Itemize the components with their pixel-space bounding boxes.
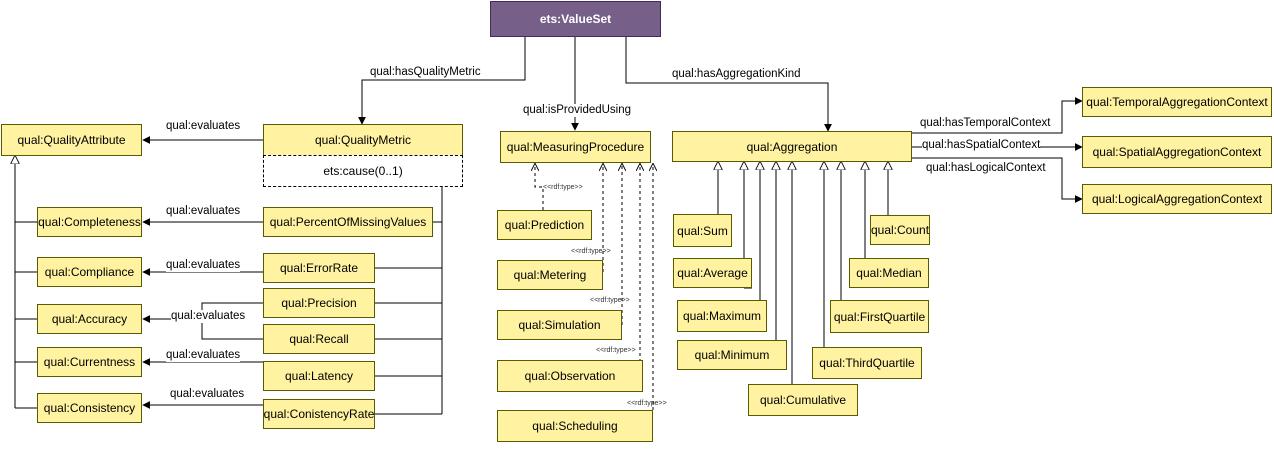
node-third-quartile[interactable]: qual:ThirdQuartile [812,347,922,379]
label-rdf-type-prediction: <<rdf:type>> [543,184,583,191]
node-measuring-procedure[interactable]: qual:MeasuringProcedure [500,131,651,163]
node-cumulative[interactable]: qual:Cumulative [748,384,858,416]
label-is-provided-using: qual:isProvidedUsing [523,104,632,117]
node-quality-metric-attribute: ets:cause(0..1) [263,155,463,187]
node-consistency-rate[interactable]: qual:ConistencyRate [263,399,375,429]
node-first-quartile[interactable]: qual:FirstQuartile [830,300,929,333]
node-latency[interactable]: qual:Latency [263,361,375,391]
label-has-temporal-context: qual:hasTemporalContext [920,117,1051,129]
node-quality-metric[interactable]: qual:QualityMetric [263,124,463,156]
node-minimum[interactable]: qual:Minimum [677,340,787,370]
label-rdf-type-metering: <<rdf:type>> [571,248,611,255]
label-evaluates-currentness: qual:evaluates [166,349,241,362]
label-evaluates-metric: qual:evaluates [166,120,241,133]
node-count[interactable]: qual:Count [870,215,930,245]
node-observation[interactable]: qual:Observation [497,360,643,392]
node-logical-context[interactable]: qual:LogicalAggregationContext [1082,184,1272,214]
edge-has-aggregation-kind [625,37,832,132]
label-evaluates-consistency: qual:evaluates [170,388,245,401]
node-median[interactable]: qual:Median [849,258,929,288]
node-metering[interactable]: qual:Metering [497,260,603,290]
node-error-rate[interactable]: qual:ErrorRate [263,253,375,283]
node-average[interactable]: qual:Average [673,258,752,288]
label-has-quality-metric: qual:hasQualityMetric [370,66,481,79]
node-sum[interactable]: qual:Sum [673,214,732,247]
node-accuracy[interactable]: qual:Accuracy [37,304,142,334]
node-completeness[interactable]: qual:Completeness [37,207,142,237]
edge-temporal-context [912,97,1083,134]
label-has-spatial-context: qual:hasSpatialContext [922,139,1041,152]
node-compliance[interactable]: qual:Compliance [37,257,142,287]
node-precision[interactable]: qual:Precision [263,288,375,318]
node-quality-attribute[interactable]: qual:QualityAttribute [1,124,142,156]
node-prediction[interactable]: qual:Prediction [497,210,592,240]
edge-logical-context [912,157,1083,203]
label-rdf-type-observation: <<rdf:type>> [596,347,636,354]
node-currentness[interactable]: qual:Currentness [37,347,142,377]
edge-type-prediction [535,164,544,210]
label-rdf-type-simulation: <<rdf:type>> [590,297,630,304]
node-scheduling[interactable]: qual:Scheduling [497,410,653,442]
node-simulation[interactable]: qual:Simulation [497,310,622,340]
label-evaluates-compliance: qual:evaluates [166,259,241,272]
edge-has-quality-metric [358,37,526,125]
label-rdf-type-scheduling: <<rdf:type>> [627,400,667,407]
node-aggregation[interactable]: qual:Aggregation [672,131,912,162]
label-has-aggregation-kind: qual:hasAggregationKind [672,68,801,81]
node-temporal-context[interactable]: qual:TemporalAggregationContext [1082,87,1272,117]
label-evaluates-completeness: qual:evaluates [166,205,241,218]
node-percent-missing-values[interactable]: qual:PercentOfMissingValues [263,207,433,237]
node-spatial-context[interactable]: qual:SpatialAggregationContext [1082,136,1272,168]
node-recall[interactable]: qual:Recall [263,324,375,354]
label-evaluates-accuracy: qual:evaluates [171,310,246,323]
edge-evaluates-recall [201,319,263,340]
node-maximum[interactable]: qual:Maximum [677,300,767,332]
label-has-logical-context: qual:hasLogicalContext [926,162,1046,174]
node-consistency[interactable]: qual:Consistency [37,393,142,423]
node-valueset[interactable]: ets:ValueSet [490,1,661,37]
